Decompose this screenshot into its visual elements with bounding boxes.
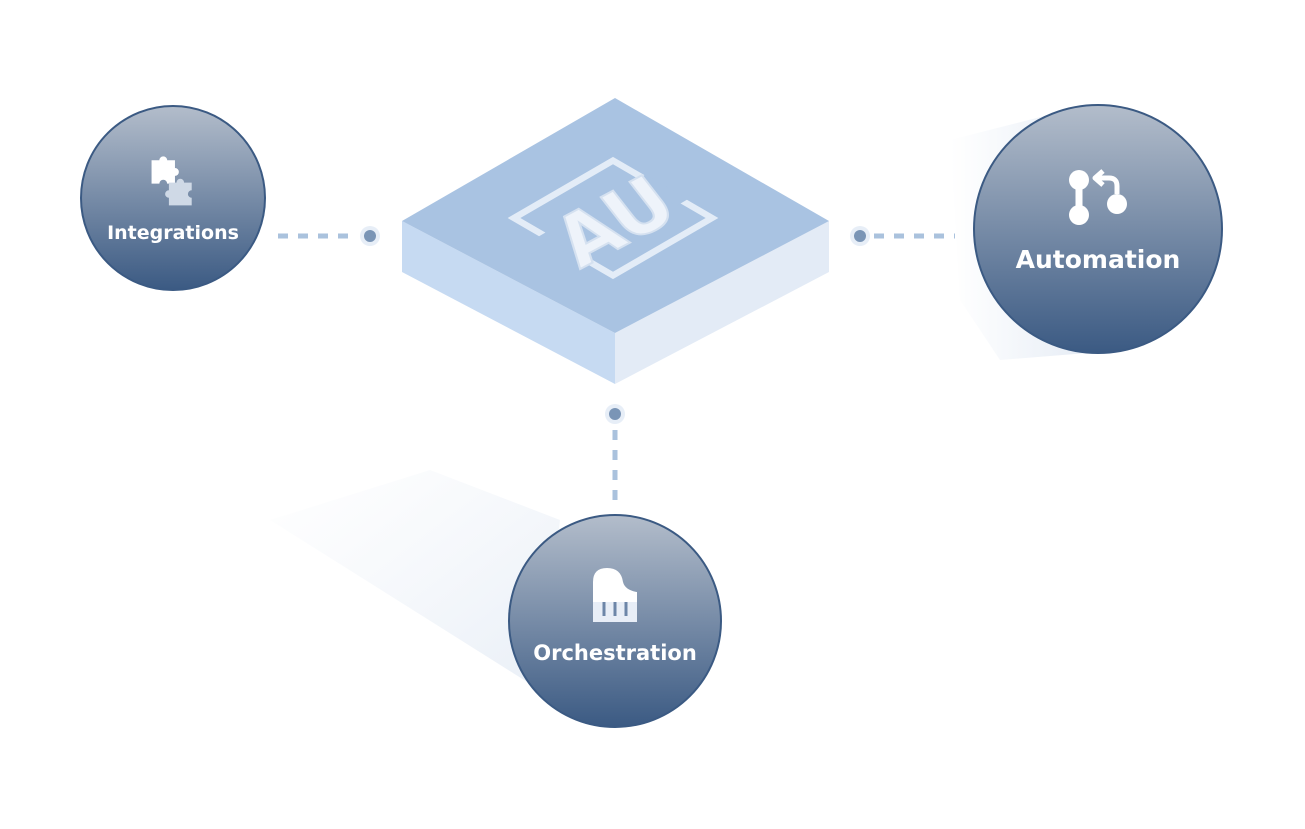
- connector-integrations: [278, 226, 380, 246]
- connector-orchestration: [605, 404, 625, 510]
- connector-automation: [850, 226, 955, 246]
- central-platform: [402, 98, 829, 384]
- platform-top-face: [402, 98, 829, 333]
- orchestration-node: [508, 514, 722, 728]
- orchestration-shadow: [270, 470, 560, 690]
- platform-right-face: [615, 221, 829, 384]
- integrations-node: [80, 105, 266, 291]
- orchestration-label: Orchestration: [533, 641, 697, 665]
- piano-icon: [593, 568, 637, 622]
- integrations-label: Integrations: [107, 222, 239, 244]
- puzzle-icon: [151, 156, 192, 206]
- branch-merge-icon: [1069, 169, 1127, 225]
- platform-left-face: [402, 221, 615, 384]
- au-logo: [507, 156, 719, 280]
- automation-node: [973, 104, 1223, 354]
- automation-label: Automation: [1015, 245, 1181, 274]
